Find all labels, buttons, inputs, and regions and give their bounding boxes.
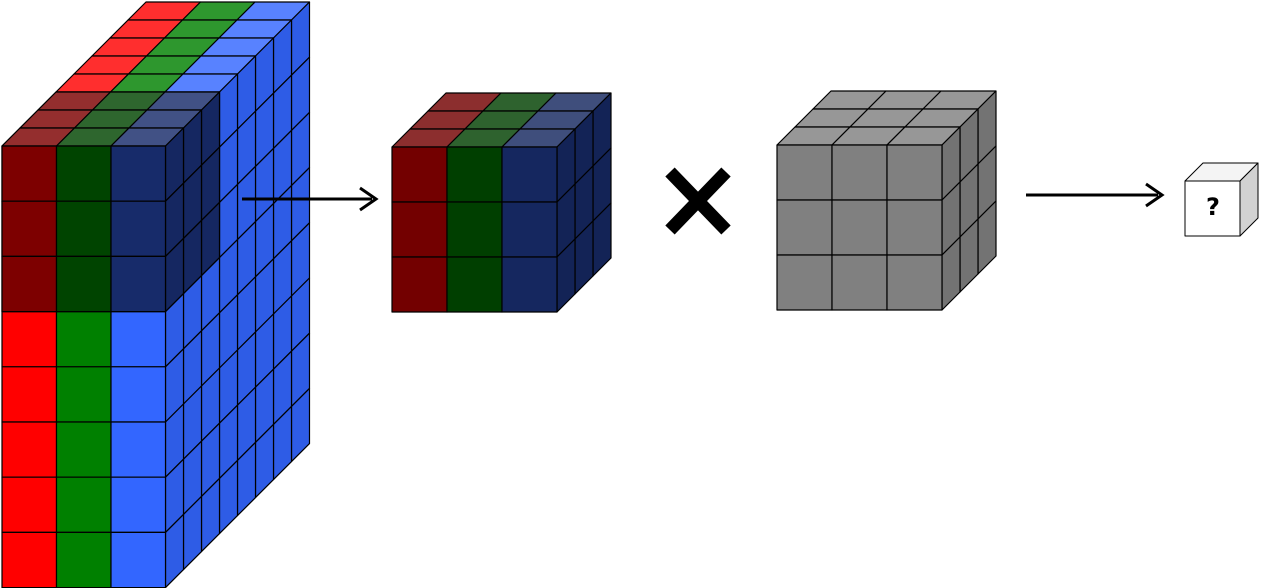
voxel-front-face	[391, 201, 448, 258]
voxel-front-face	[501, 256, 558, 313]
output-cube	[1184, 162, 1259, 237]
voxel-front-face	[886, 199, 943, 256]
voxel-front-face	[1, 311, 58, 368]
voxel-front-face	[1, 476, 58, 534]
receptive-field-overlay	[1, 91, 221, 313]
output-arrow	[1026, 182, 1165, 208]
voxel-front-face	[110, 366, 167, 423]
voxel-front-face	[55, 200, 112, 257]
voxel-front-face	[55, 531, 112, 588]
voxel-front-face	[391, 146, 448, 203]
voxel-front-face	[1, 421, 58, 478]
voxel-front-face	[446, 201, 503, 258]
voxel-front-face	[501, 201, 558, 258]
voxel-front-face	[110, 311, 167, 368]
voxel-front-face	[776, 199, 833, 256]
voxel-front-face	[110, 531, 167, 588]
voxel-front-face	[831, 199, 888, 256]
patch-arrow	[242, 186, 379, 212]
voxel-front-face	[831, 144, 888, 201]
voxel-front-face	[446, 146, 503, 203]
voxel-front-face	[55, 311, 112, 368]
voxel-front-face	[501, 146, 558, 203]
voxel-front-face	[110, 200, 167, 257]
voxel-front-face	[55, 366, 112, 423]
voxel-front-face	[776, 254, 833, 311]
voxel-front-face	[55, 255, 112, 313]
voxel-front-face	[1, 255, 58, 313]
voxel-front-face	[1, 366, 58, 423]
voxel-front-face	[110, 255, 167, 313]
voxel-front-face	[55, 421, 112, 478]
voxel-front-face	[886, 144, 943, 201]
voxel-front-face	[1, 531, 58, 588]
voxel-front-face	[110, 145, 167, 202]
output-cube-front	[1184, 180, 1241, 237]
voxel-front-face	[776, 144, 833, 201]
voxel-front-face	[110, 421, 167, 478]
kernel	[776, 90, 997, 311]
voxel-front-face	[1, 200, 58, 257]
voxel-front-face	[55, 476, 112, 534]
voxel-front-face	[110, 476, 167, 534]
voxel-front-face	[446, 256, 503, 313]
voxel-front-face	[55, 145, 112, 202]
voxel-front-face	[831, 254, 888, 311]
voxel-front-face	[1, 145, 58, 202]
multiply-icon	[665, 167, 731, 235]
voxel-front-face	[391, 256, 448, 313]
voxel-front-face	[886, 254, 943, 311]
output-unknown-label: ?	[1206, 193, 1220, 221]
extracted-patch	[391, 92, 612, 313]
